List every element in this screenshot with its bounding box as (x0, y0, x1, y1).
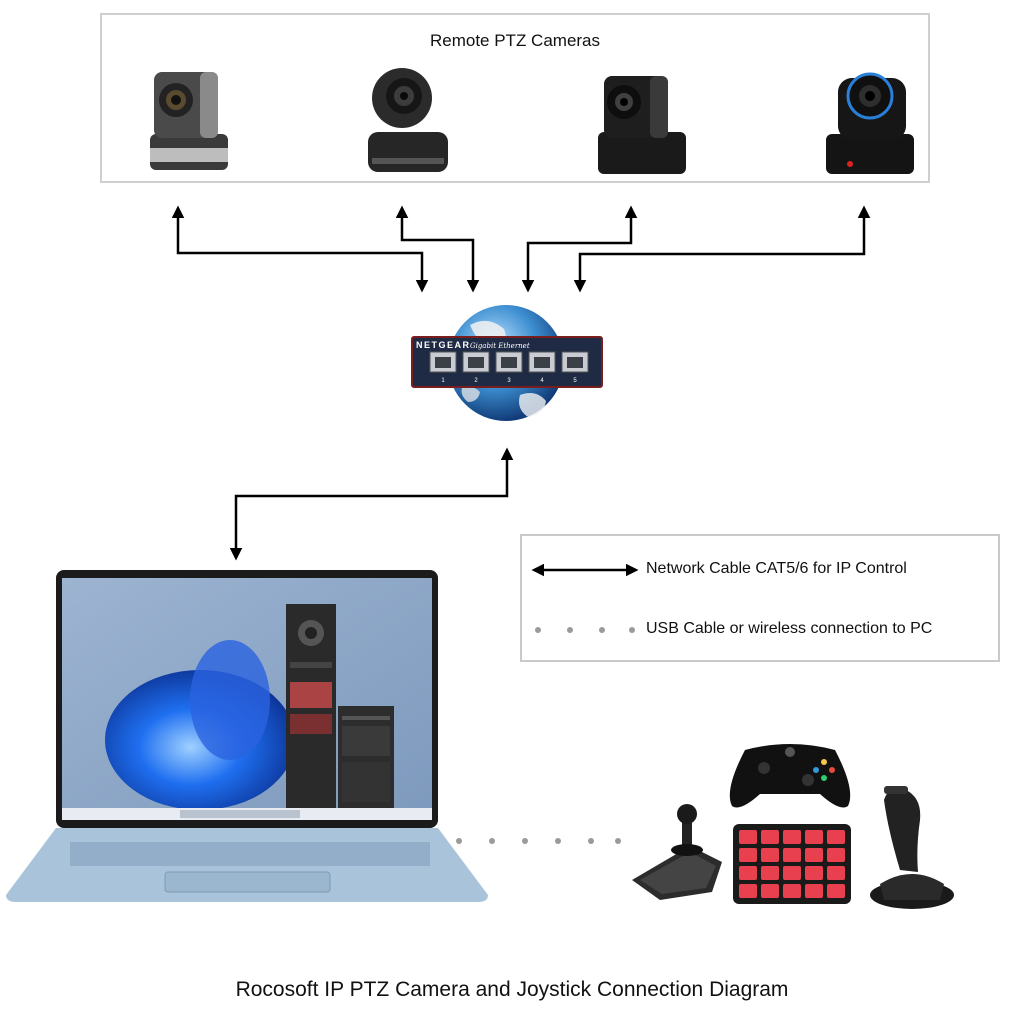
keypad-key (783, 866, 801, 880)
keypad-key (805, 848, 823, 862)
diagram-caption: Rocosoft IP PTZ Camera and Joystick Conn… (235, 978, 789, 1001)
keypad-key (739, 884, 757, 898)
camera-4 (826, 72, 914, 174)
camera-1 (150, 72, 228, 170)
keypad-key (783, 848, 801, 862)
keypad-key (761, 884, 779, 898)
camera-4-link (573, 205, 871, 293)
usb-link (456, 838, 621, 844)
keypad-key (805, 830, 823, 844)
camera-3 (598, 76, 686, 174)
switch-port-socket (501, 357, 517, 368)
stream-deck-keypad (733, 824, 851, 904)
keypad-key (827, 866, 845, 880)
laptop-link (229, 447, 514, 561)
switch-port-number: 1 (441, 378, 445, 384)
switch-port-socket (567, 357, 583, 368)
laptop-keyboard (70, 842, 430, 866)
keypad-key (827, 884, 845, 898)
keypad-key (739, 866, 757, 880)
camera-2 (368, 68, 448, 172)
xbox-gamepad (729, 744, 851, 808)
keypad-key (761, 866, 779, 880)
switch-brand: NETGEAR (416, 340, 471, 350)
switch-port-number: 5 (573, 378, 577, 384)
keypad-key (739, 848, 757, 862)
keypad-key (739, 830, 757, 844)
legend-panel (520, 534, 1000, 662)
network-switch: NETGEAR Gigabit Ethernet 1 2 3 4 5 (411, 336, 603, 388)
cameras-title: Remote PTZ Cameras (429, 31, 601, 50)
legend-usb-dots (535, 627, 635, 633)
legend-usb-label: USB Cable or wireless connection to PC (646, 620, 933, 637)
keypad-key (805, 866, 823, 880)
switch-port-number: 3 (507, 378, 511, 384)
keypad-key (827, 848, 845, 862)
cameras-panel (100, 13, 930, 183)
switch-model: Gigabit Ethernet (470, 342, 530, 350)
switch-port-socket (534, 357, 550, 368)
keypad-key (783, 884, 801, 898)
legend-network-label: Network Cable CAT5/6 for IP Control (646, 560, 907, 577)
ptz-keyboard-joystick (632, 804, 722, 900)
keypad-key (805, 884, 823, 898)
keypad-key (827, 830, 845, 844)
flight-joystick (870, 786, 954, 909)
switch-port-number: 4 (540, 378, 544, 384)
laptop-touchpad (164, 871, 331, 893)
camera-2-link (395, 205, 480, 293)
keypad-key (783, 830, 801, 844)
switch-port-socket (468, 357, 484, 368)
keypad-key (761, 848, 779, 862)
switch-port-socket (435, 357, 451, 368)
laptop (6, 570, 488, 902)
camera-1-link (171, 205, 429, 293)
keypad-key (761, 830, 779, 844)
switch-port-number: 2 (474, 378, 478, 384)
